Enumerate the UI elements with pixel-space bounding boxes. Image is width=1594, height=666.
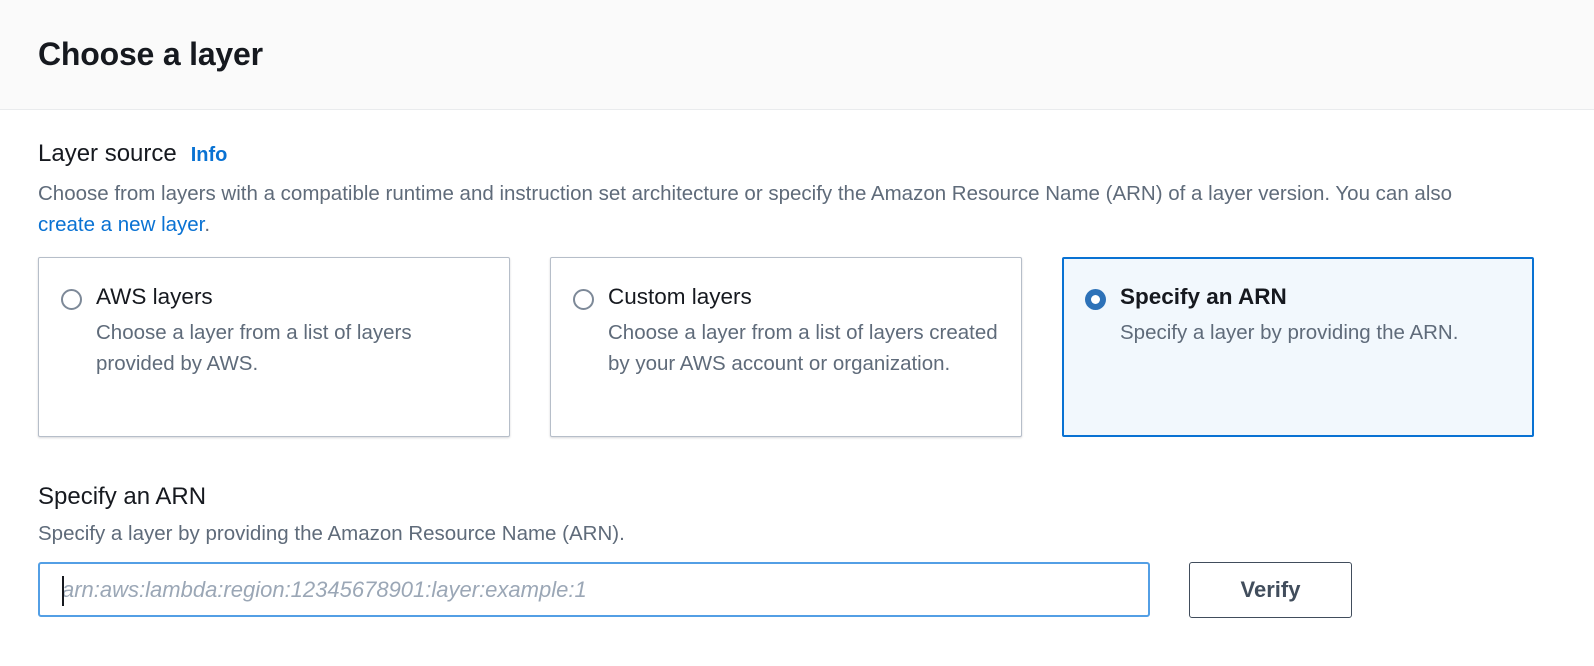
specify-an-arn-section: Specify an ARN Specify a layer by provid… — [38, 483, 1556, 618]
arn-input-wrapper[interactable] — [38, 562, 1150, 618]
radio-icon-custom-layers[interactable] — [573, 288, 594, 310]
radio-icon-specify-an-arn-selected[interactable] — [1085, 288, 1106, 310]
layer-source-description-text-1: Choose from layers with a compatible run… — [38, 181, 1453, 205]
specify-an-arn-label: Specify an ARN — [38, 482, 207, 510]
dialog-body: Layer source Info Choose from layers wit… — [0, 110, 1594, 666]
layer-source-radio-group: AWS layers Choose a layer from a list of… — [38, 256, 1556, 437]
arn-input[interactable] — [40, 564, 1148, 616]
create-a-new-layer-link[interactable]: create a new layer — [38, 212, 205, 236]
layer-source-label-row: Layer source Info — [38, 140, 1556, 169]
radio-tile-label: Specify an ARN — [1120, 283, 1287, 309]
text-cursor-caret — [62, 576, 64, 607]
layer-source-description-text-2: . — [204, 212, 211, 236]
radio-tile-texts: AWS layers Choose a layer from a list of… — [96, 283, 487, 436]
info-link[interactable]: Info — [190, 144, 228, 166]
radio-icon-aws-layers[interactable] — [61, 288, 82, 310]
dialog-header: Choose a layer — [0, 0, 1594, 110]
layer-source-description: Choose from layers with a compatible run… — [38, 178, 1508, 240]
radio-tile-description: Specify a layer by providing the ARN. — [1120, 320, 1459, 344]
page-title: Choose a layer — [38, 35, 263, 72]
layer-source-label: Layer source — [38, 140, 177, 167]
radio-tile-description: Choose a layer from a list of layers cre… — [608, 320, 998, 375]
radio-tile-description: Choose a layer from a list of layers pro… — [96, 320, 412, 375]
verify-button[interactable]: Verify — [1189, 561, 1352, 618]
radio-tile-label: Custom layers — [608, 283, 752, 309]
radio-tile-texts: Custom layers Choose a layer from a list… — [608, 283, 999, 436]
radio-tile-aws-layers[interactable]: AWS layers Choose a layer from a list of… — [38, 256, 510, 437]
radio-tile-texts: Specify an ARN Specify a layer by provid… — [1120, 283, 1458, 435]
arn-input-row: Verify — [38, 561, 1556, 618]
radio-tile-label: AWS layers — [96, 283, 213, 309]
specify-an-arn-description: Specify a layer by providing the Amazon … — [38, 521, 625, 545]
radio-tile-custom-layers[interactable]: Custom layers Choose a layer from a list… — [550, 256, 1022, 437]
radio-tile-specify-an-arn[interactable]: Specify an ARN Specify a layer by provid… — [1062, 256, 1534, 437]
